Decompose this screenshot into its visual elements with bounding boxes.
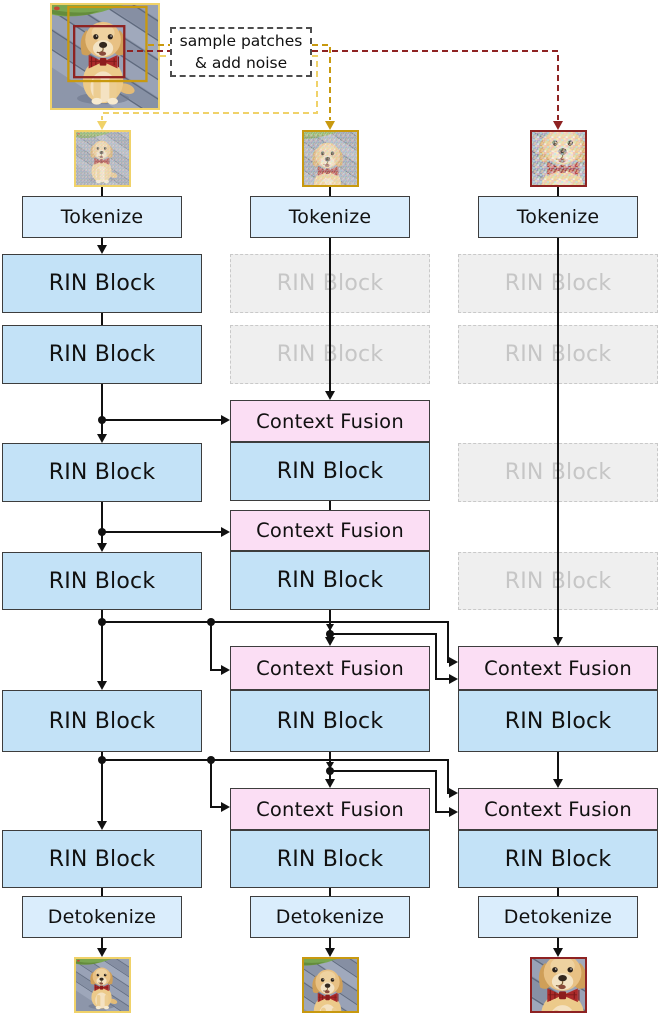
detokenize-col2: Detokenize — [250, 896, 410, 938]
rin-block-col1-5: RIN Block — [2, 690, 202, 752]
rin-block-col1-4: RIN Block — [2, 552, 202, 610]
sampling-arrowheads — [97, 121, 563, 130]
rin-block-col1-1: RIN Block — [2, 254, 202, 313]
rin-block-col2-1: RIN Block — [230, 442, 430, 501]
rin-block-col2-4: RIN Block — [230, 830, 430, 888]
tokenize-col1: Tokenize — [22, 196, 182, 238]
context-fusion-col3-2: Context Fusion — [458, 788, 658, 830]
output-image-mid — [302, 957, 359, 1013]
detokenize-col3: Detokenize — [478, 896, 638, 938]
gold-path — [312, 44, 331, 120]
context-fusion-col2-4: Context Fusion — [230, 788, 430, 830]
rin-block-inactive-col2-2: RIN Block — [230, 325, 430, 384]
rin-block-inactive-col2-1: RIN Block — [230, 254, 430, 313]
rin-block-inactive-col3-3: RIN Block — [458, 443, 658, 502]
rin-block-col1-3: RIN Block — [2, 443, 202, 502]
light-yellow-arrowhead — [97, 121, 107, 130]
red-path — [312, 50, 559, 120]
rin-block-inactive-col3-2: RIN Block — [458, 325, 658, 384]
detokenize-col1: Detokenize — [22, 896, 182, 938]
context-fusion-col2-2: Context Fusion — [230, 510, 430, 551]
rin-block-col3-1: RIN Block — [458, 690, 658, 752]
tokenize-col3: Tokenize — [478, 196, 638, 238]
tokenize-col2: Tokenize — [250, 196, 410, 238]
noisy-patch-full — [74, 130, 131, 187]
source-image — [50, 3, 160, 110]
output-image-close — [530, 957, 587, 1013]
rin-block-inactive-col3-1: RIN Block — [458, 254, 658, 313]
rin-block-inactive-col3-4: RIN Block — [458, 552, 658, 610]
busF-drop-col2 — [210, 760, 221, 808]
noisy-patch-close — [530, 130, 587, 187]
rin-block-col1-2: RIN Block — [2, 325, 202, 384]
output-image-full — [74, 957, 131, 1013]
rin-block-col2-3: RIN Block — [230, 690, 430, 752]
context-fusion-col2-1: Context Fusion — [230, 400, 430, 442]
context-fusion-col2-3: Context Fusion — [230, 646, 430, 690]
busE-drop-col2 — [210, 622, 221, 671]
noisy-patch-mid — [302, 130, 359, 187]
close-crop-rect — [73, 25, 126, 79]
dog-photo — [52, 5, 158, 108]
note-line-1: sample patches — [179, 31, 303, 50]
red-arrowhead — [553, 121, 563, 130]
rin-block-col3-2: RIN Block — [458, 830, 658, 888]
rin-block-col2-2: RIN Block — [230, 551, 430, 610]
note-line-2: & add noise — [194, 54, 288, 72]
context-fusion-col3-1: Context Fusion — [458, 646, 658, 690]
gold-arrowhead — [325, 121, 335, 130]
rin-block-col1-6: RIN Block — [2, 830, 202, 888]
sample-patches-note: sample patches & add noise — [170, 27, 312, 77]
